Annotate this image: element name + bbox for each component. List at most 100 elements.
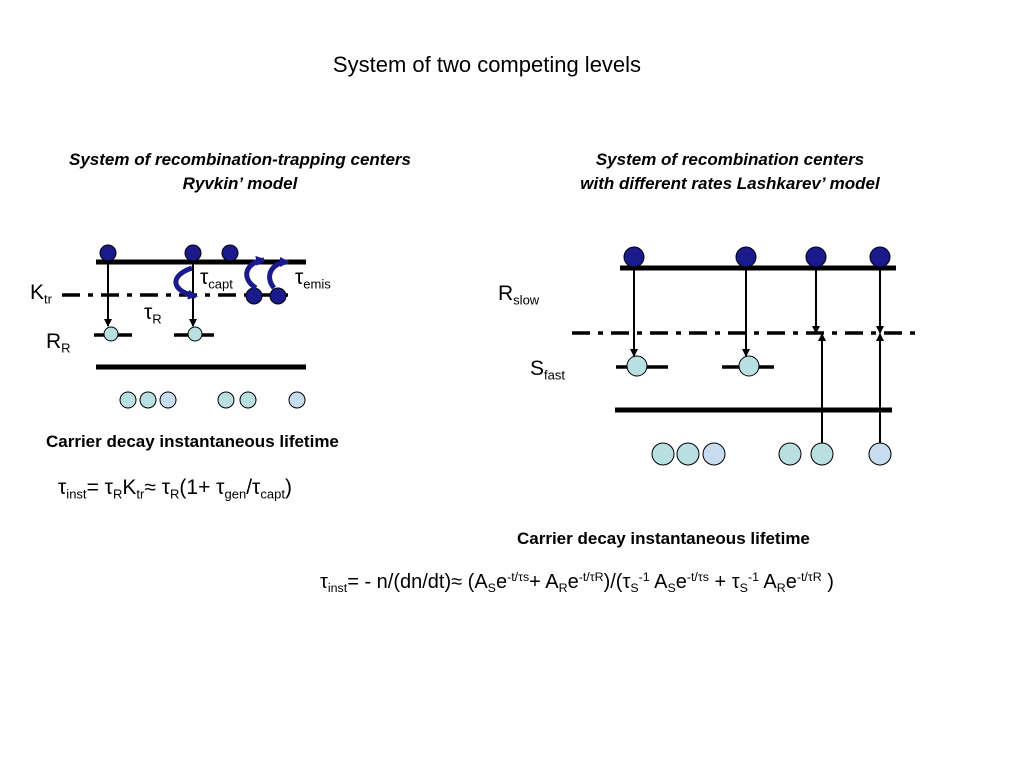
eq-l-t3: K: [122, 476, 137, 499]
label-tau-emis: τemis: [295, 266, 331, 292]
eq-r-i: + τ: [708, 570, 740, 593]
right-hole-vb-3: [702, 442, 726, 466]
left-hole-vb-6: [288, 391, 306, 409]
left-hole-vb-5: [239, 391, 257, 409]
right-electron-4: [869, 246, 891, 268]
eq-r-h: e: [675, 570, 687, 593]
r-slow-sub: slow: [513, 292, 540, 308]
label-tau-r: τR: [144, 301, 162, 327]
eq-r-b-sub: S: [487, 581, 496, 596]
r-slow-main: R: [498, 282, 514, 305]
left-electron-2: [184, 244, 202, 262]
tau-r-sub: R: [152, 311, 162, 327]
right-hole-on-fast-2: [738, 355, 760, 377]
eq-l-t5: (1+ τ: [179, 476, 225, 499]
page-title: System of two competing levels: [332, 52, 642, 77]
label-k-sub: tr: [44, 291, 52, 307]
left-hole-vb-1: [119, 391, 137, 409]
emission-curved-arrow: [267, 257, 290, 290]
left-subtitle-line1: System of recombination-trapping centers: [69, 150, 411, 169]
label-r-r: RR: [46, 330, 71, 356]
capture-curved-arrow: [173, 265, 198, 300]
eq-r-h-sup: -t/τs: [686, 570, 709, 584]
right-subtitle-line1: System of recombination centers: [595, 150, 865, 169]
right-electron-3: [805, 246, 827, 268]
eq-r-c-sup: -t/τs: [507, 570, 530, 584]
right-electron-2: [735, 246, 757, 268]
right-subtitle: System of recombination centers with dif…: [520, 148, 940, 196]
left-hole-on-level-1: [103, 326, 119, 342]
capture-curved-arrow-2: [244, 255, 266, 291]
eq-l-s4: R: [170, 486, 180, 502]
label-s-fast: Sfast: [530, 357, 565, 383]
eq-r-d-sub: R: [558, 581, 568, 596]
eq-l-s1: inst: [66, 486, 87, 502]
tau-capt-main: τ: [200, 266, 209, 289]
eq-l-t1: τ: [58, 476, 67, 499]
label-k-main: K: [30, 281, 45, 304]
left-subtitle: System of recombination-trapping centers…: [20, 148, 460, 196]
left-caption: Carrier decay instantaneous lifetime: [46, 432, 339, 451]
left-hole-vb-4: [217, 391, 235, 409]
right-equation: τinst= - n/(dn/dt)≈ (ASe-t/τs+ ARe-t/τR)…: [320, 570, 834, 595]
right-hole-vb-5: [810, 442, 834, 466]
label-k-tr: Ktr: [30, 281, 52, 307]
eq-r-e: e: [567, 570, 579, 593]
eq-r-d: + A: [529, 570, 559, 593]
eq-r-e-sup: -t/τR: [578, 570, 604, 584]
right-electron-1: [623, 246, 645, 268]
eq-r-i-sub: S: [739, 581, 748, 596]
eq-l-s2: R: [112, 486, 123, 502]
left-electron-1: [99, 244, 117, 262]
label-r-main: R: [46, 330, 62, 353]
left-hole-on-level-2: [187, 326, 203, 342]
tau-emis-sub: emis: [303, 276, 331, 292]
s-fast-sub: fast: [544, 367, 565, 383]
eq-r-k-sup: -t/τR: [796, 570, 822, 584]
label-r-slow: Rslow: [498, 282, 539, 308]
eq-r-b: = - n/(dn/dt)≈ (A: [347, 570, 488, 593]
eq-l-s5: gen: [224, 486, 247, 502]
eq-r-a: τ: [320, 570, 328, 593]
tau-r-main: τ: [144, 301, 153, 324]
eq-l-t6: /τ: [246, 476, 261, 499]
left-electron-3: [221, 244, 239, 262]
left-hole-vb-3: [159, 391, 177, 409]
right-hole-vb-2: [676, 442, 700, 466]
left-trapped-electron-2: [269, 287, 287, 305]
left-subtitle-line2: Ryvkin’ model: [182, 174, 298, 193]
left-diagram: [62, 244, 306, 409]
left-equation: τinst= τRKtr≈ τR(1+ τgen/τcapt): [58, 476, 292, 502]
right-diagram: [572, 246, 922, 466]
eq-r-f-sup: -1: [638, 570, 650, 584]
right-caption: Carrier decay instantaneous lifetime: [517, 529, 810, 548]
right-subtitle-line2: with different rates Lashkarev’ model: [580, 174, 880, 193]
eq-r-l: ): [821, 570, 834, 593]
right-hole-vb-1: [651, 442, 675, 466]
eq-r-a-sub: inst: [327, 581, 348, 596]
label-tau-capt: τcapt: [200, 266, 233, 292]
eq-l-t2: = τ: [86, 476, 113, 499]
eq-l-t4: ≈ τ: [144, 476, 170, 499]
eq-r-g: A: [649, 570, 668, 593]
eq-r-c: e: [495, 570, 508, 593]
label-r-sub: R: [61, 340, 71, 356]
eq-r-f: )/(τ: [603, 570, 631, 593]
eq-l-t7: ): [284, 476, 292, 499]
left-hole-vb-2: [139, 391, 157, 409]
eq-r-j: A: [758, 570, 777, 593]
eq-r-k: e: [785, 570, 797, 593]
eq-r-i-sup: -1: [747, 570, 759, 584]
right-hole-vb-4: [778, 442, 802, 466]
tau-capt-sub: capt: [208, 276, 233, 292]
eq-l-s3: tr: [136, 486, 145, 502]
left-trapped-electron-1: [245, 287, 263, 305]
right-hole-vb-6: [868, 442, 892, 466]
tau-emis-main: τ: [295, 266, 304, 289]
eq-r-j-sub: R: [776, 581, 786, 596]
right-hole-on-fast-1: [626, 355, 648, 377]
eq-r-g-sub: S: [667, 581, 676, 596]
eq-l-s6: capt: [260, 486, 285, 502]
s-fast-main: S: [530, 357, 545, 380]
